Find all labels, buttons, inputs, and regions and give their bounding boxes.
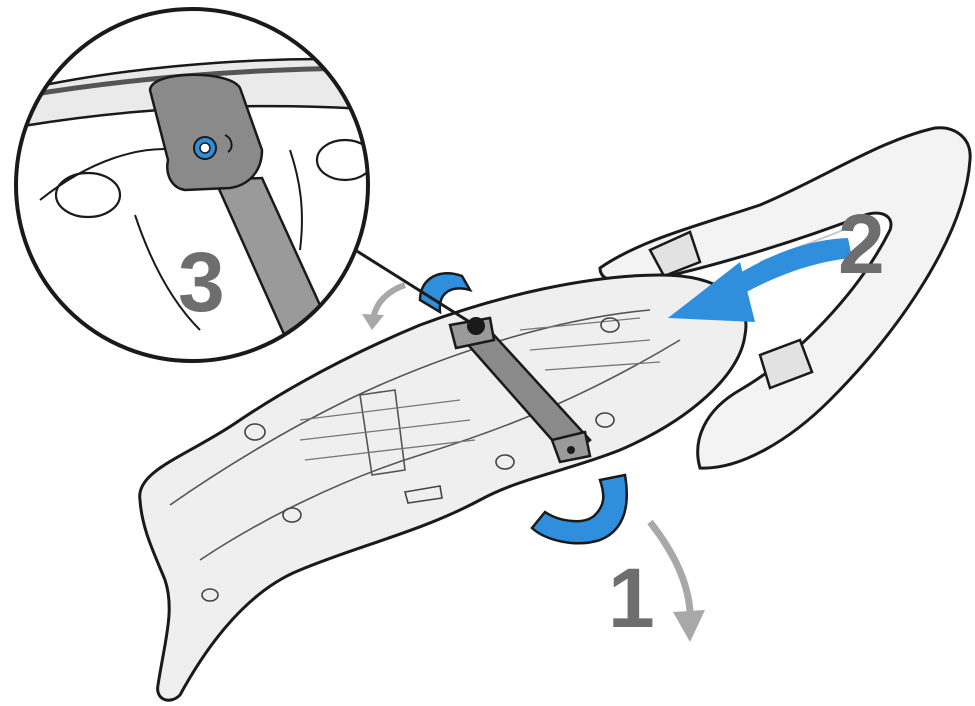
- detail-anchor-dot: [467, 317, 485, 335]
- step-2-arrow: [668, 238, 852, 322]
- magnifier-circle-icon: [14, 7, 370, 363]
- strap-top: [418, 272, 473, 315]
- detail-leader-line: [351, 246, 477, 328]
- seat-underside: [138, 273, 748, 702]
- step-2-label: 2: [838, 197, 885, 291]
- rear-seat-cowl: [598, 126, 972, 470]
- screw-icon: [567, 446, 575, 454]
- step-3-label: 3: [178, 235, 225, 329]
- step-1-label: 1: [608, 551, 655, 645]
- strap-bottom: [530, 473, 628, 545]
- step-1-arrow: [647, 519, 705, 642]
- small-gray-arrow: [362, 282, 407, 330]
